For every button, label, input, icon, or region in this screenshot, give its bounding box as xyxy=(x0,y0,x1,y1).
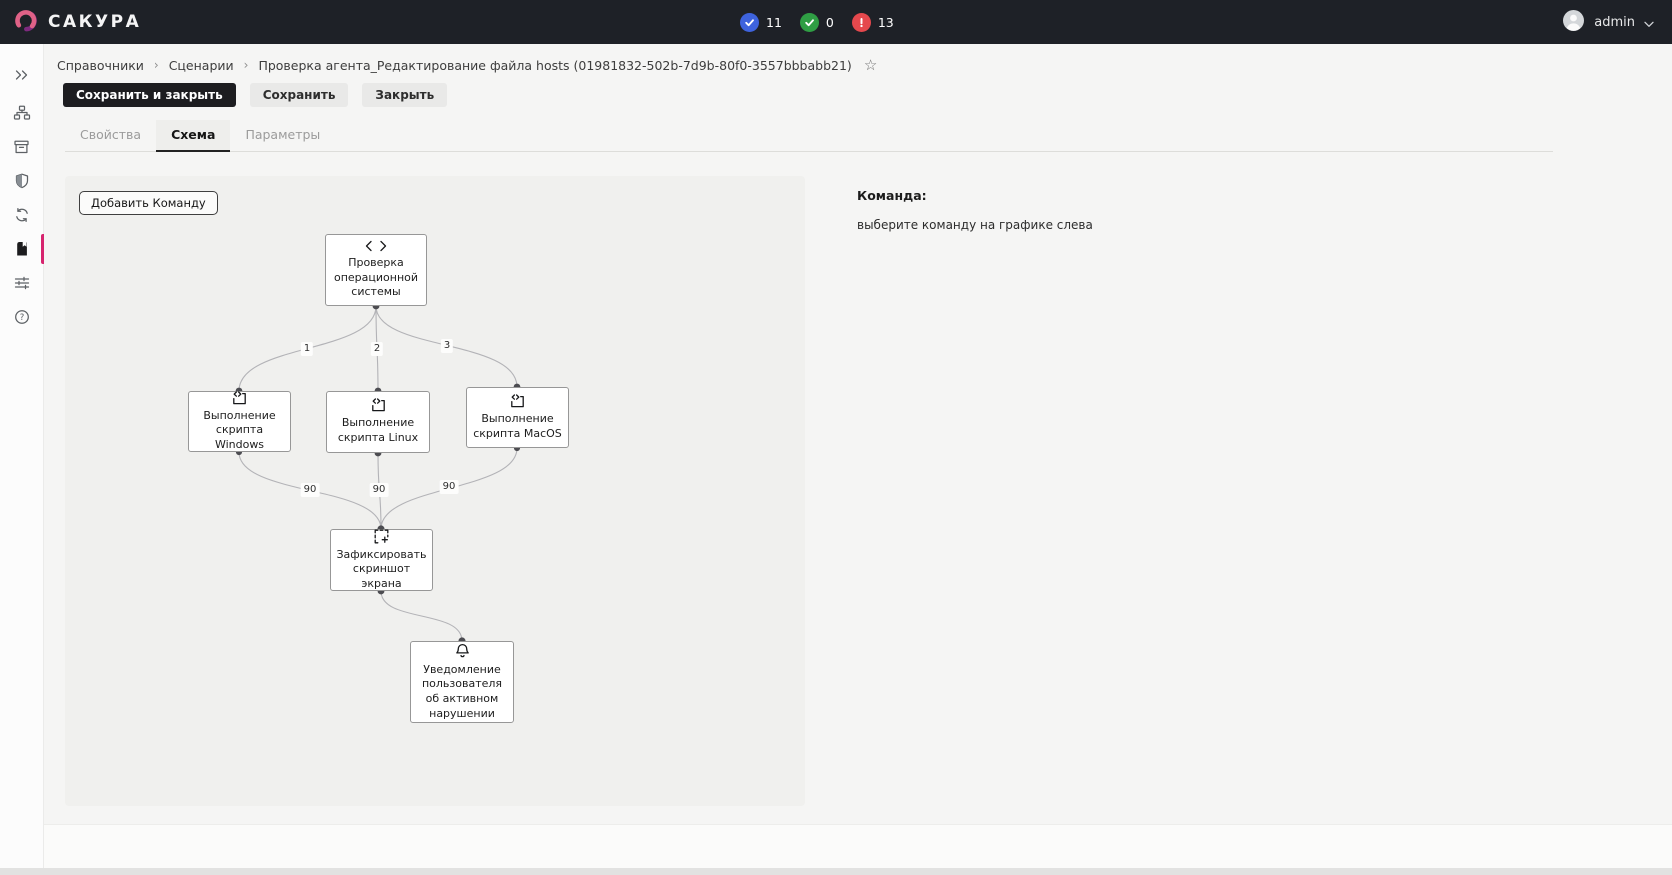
breadcrumb-item-scenarios[interactable]: Сценарии xyxy=(168,57,234,73)
main-content: Справочники › Сценарии › Проверка агента… xyxy=(44,44,1672,868)
detail-panel-title: Команда: xyxy=(857,188,927,203)
sidebar-item-security[interactable] xyxy=(0,164,44,198)
breadcrumb-item-directories[interactable]: Справочники xyxy=(57,57,144,73)
capture-icon xyxy=(374,529,389,544)
bell-icon xyxy=(455,643,470,659)
command-detail-panel: Команда: выберите команду на графике сле… xyxy=(857,176,1093,806)
sync-icon xyxy=(14,207,30,223)
tab-schema[interactable]: Схема xyxy=(156,120,231,152)
node-script-linux[interactable]: Выполнение скрипта Linux xyxy=(326,391,430,453)
tab-bar: Свойства Схема Параметры xyxy=(65,120,1553,152)
edge-label: 2 xyxy=(370,342,384,356)
node-script-windows[interactable]: Выполнение скрипта Windows xyxy=(188,391,291,452)
active-indicator-bar xyxy=(40,234,44,264)
tab-parameters[interactable]: Параметры xyxy=(245,127,321,142)
sitemap-icon xyxy=(13,105,31,121)
sidebar: ? xyxy=(0,44,44,868)
detail-panel-hint: выберите команду на графике слева xyxy=(857,218,1093,232)
edge-label: 3 xyxy=(440,339,454,353)
badge-success[interactable]: 0 xyxy=(799,12,834,32)
flow-canvas[interactable]: Добавить Команду xyxy=(65,176,805,806)
sliders-icon xyxy=(14,275,30,291)
node-os-check[interactable]: Проверка операционной системы xyxy=(325,234,427,306)
topbar: САКУРА 11 0 13 xyxy=(0,0,1672,44)
breadcrumb-separator: › xyxy=(243,58,249,72)
user-menu[interactable]: admin xyxy=(1562,9,1672,36)
code-icon xyxy=(365,240,387,252)
avatar-icon xyxy=(1562,9,1585,36)
tab-properties[interactable]: Свойства xyxy=(80,127,142,142)
file-code-icon xyxy=(232,391,247,405)
brand[interactable]: САКУРА xyxy=(0,7,141,38)
node-screenshot[interactable]: Зафиксировать скриншот экрана xyxy=(330,529,433,591)
sidebar-item-settings[interactable] xyxy=(0,266,44,300)
shield-icon xyxy=(14,173,30,189)
double-chevron-right-icon xyxy=(14,68,29,82)
file-code-icon xyxy=(510,394,525,408)
exclamation-icon xyxy=(851,12,871,32)
save-button[interactable]: Сохранить xyxy=(249,83,349,107)
brand-title: САКУРА xyxy=(48,12,142,32)
check-icon xyxy=(740,12,759,32)
favorite-star-icon[interactable]: ☆ xyxy=(863,55,878,74)
file-code-icon xyxy=(371,398,386,412)
check-icon xyxy=(799,12,819,32)
close-button[interactable]: Закрыть xyxy=(362,83,448,107)
sidebar-item-registry[interactable] xyxy=(0,130,44,164)
node-notify-user[interactable]: Уведомление пользователя об активном нар… xyxy=(410,641,514,723)
svg-text:?: ? xyxy=(19,313,24,323)
sakura-logo-icon xyxy=(12,7,39,38)
node-script-macos[interactable]: Выполнение скрипта MacOS xyxy=(466,387,569,448)
book-icon xyxy=(14,241,30,257)
status-badges: 11 0 13 xyxy=(740,0,894,44)
edge-label: 90 xyxy=(300,483,320,497)
edge-label: 90 xyxy=(369,483,389,497)
badge-alerts-count: 13 xyxy=(877,14,894,30)
badge-alerts[interactable]: 13 xyxy=(851,12,894,32)
sidebar-item-hierarchy[interactable] xyxy=(0,96,44,130)
badge-verified[interactable]: 11 xyxy=(740,12,782,32)
breadcrumb-separator: › xyxy=(153,58,159,72)
sidebar-expand-button[interactable] xyxy=(0,58,44,92)
badge-success-count: 0 xyxy=(825,14,834,30)
add-command-button[interactable]: Добавить Команду xyxy=(79,191,218,215)
user-name: admin xyxy=(1594,14,1635,30)
toolbar: Сохранить и закрыть Сохранить Закрыть xyxy=(44,83,1672,107)
edge-label: 90 xyxy=(439,480,459,494)
breadcrumb: Справочники › Сценарии › Проверка агента… xyxy=(44,44,1672,73)
save-and-close-button[interactable]: Сохранить и закрыть xyxy=(63,83,236,107)
breadcrumb-item-current: Проверка агента_Редактирование файла hos… xyxy=(258,57,852,73)
bottom-scrollbar-track[interactable] xyxy=(0,868,1672,875)
archive-box-icon xyxy=(13,139,30,155)
footer-strip xyxy=(44,824,1672,868)
workspace: Добавить Команду xyxy=(44,176,1672,806)
edge-label: 1 xyxy=(300,342,314,356)
badge-verified-count: 11 xyxy=(766,14,782,30)
sidebar-item-sync[interactable] xyxy=(0,198,44,232)
help-icon: ? xyxy=(14,309,30,325)
chevron-down-icon xyxy=(1644,13,1654,32)
sidebar-item-scenarios[interactable] xyxy=(0,232,44,266)
sidebar-item-help[interactable]: ? xyxy=(0,300,44,334)
